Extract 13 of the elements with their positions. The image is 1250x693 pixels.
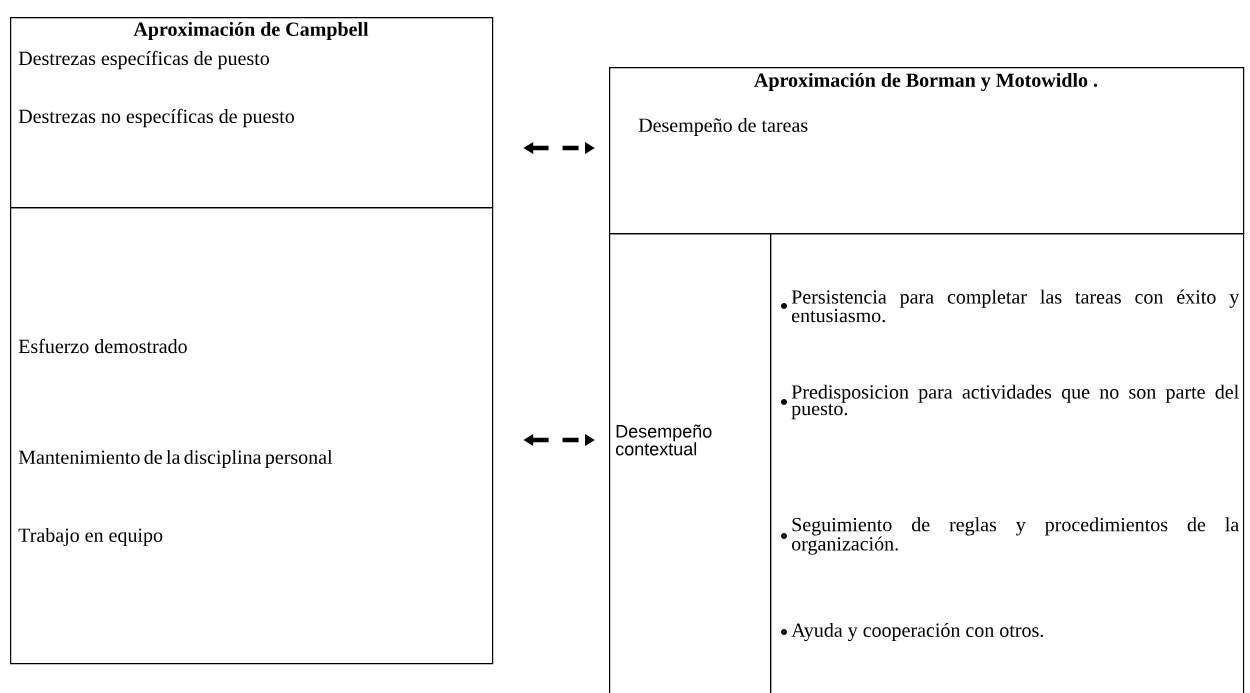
heading: Aproximación de Campbell bbox=[133, 21, 369, 41]
item-text: Trabajo en equipo bbox=[18, 527, 163, 547]
item-text: Destrezas específicas de puesto bbox=[18, 50, 270, 70]
bullet-text: Ayuda y cooperación con otros. bbox=[791, 622, 1043, 642]
item-text: Mantenimiento de la disciplina personal bbox=[18, 449, 333, 469]
heading: Aproximación de Borman y Motowidlo . bbox=[754, 72, 1098, 92]
bullet-text: Seguimiento de reglas y procedimientos de la organización. bbox=[791, 517, 1239, 555]
item-text: Desempeño de tareas bbox=[638, 117, 808, 137]
item-text: Destrezas no específicas de puesto bbox=[18, 108, 294, 128]
item-text: Desempeño contextual bbox=[616, 424, 712, 456]
bullet-text: Persistencia para completar las tareas con éxito y entusiasmo. bbox=[791, 289, 1240, 323]
item-text: Esfuerzo demostrado bbox=[18, 338, 187, 354]
bullet-text: Predisposicion para actividades que no son parte del puesto. bbox=[791, 384, 1239, 420]
